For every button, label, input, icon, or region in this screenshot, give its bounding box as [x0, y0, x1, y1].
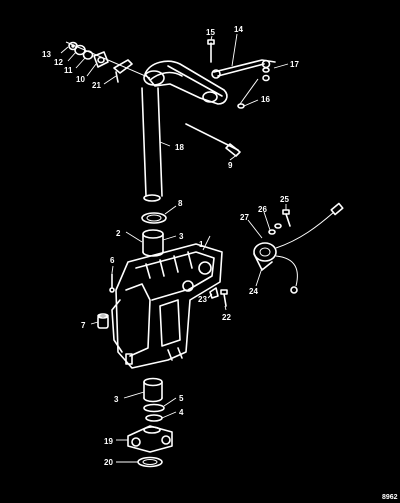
callout-5: 5 — [179, 394, 184, 403]
bolt-15 — [207, 39, 215, 63]
ring-11 — [82, 50, 94, 60]
steering-arm — [143, 60, 228, 105]
callout-8: 8 — [178, 199, 183, 208]
tube-18 — [141, 87, 163, 202]
callout-1: 1 — [199, 240, 204, 249]
bushing-3-upper — [142, 229, 164, 257]
figure-code: 8962 — [382, 494, 398, 501]
screws-25-26-27 — [268, 209, 291, 235]
callout-21: 21 — [92, 81, 101, 90]
callout-10: 10 — [76, 75, 85, 84]
bolt-6 — [109, 273, 115, 293]
callout-25: 25 — [280, 195, 289, 204]
washer-20 — [137, 456, 163, 468]
callout-16: 16 — [261, 95, 270, 104]
callout-15: 15 — [206, 28, 215, 37]
callout-22: 22 — [222, 313, 231, 322]
callout-18: 18 — [175, 143, 184, 152]
washer-5 — [143, 403, 165, 413]
bracket-21 — [113, 59, 133, 83]
callout-11: 11 — [64, 66, 73, 75]
callout-labels: 1 2 3 3 4 5 6 7 8 9 10 11 12 13 14 15 16… — [42, 25, 299, 467]
bolt-9 — [185, 123, 241, 157]
callout-12: 12 — [54, 58, 63, 67]
washers-17 — [262, 67, 270, 82]
swivel-bracket-1 — [111, 243, 223, 369]
bushing-7 — [97, 313, 109, 329]
sensor-24 — [253, 202, 344, 294]
callout-9: 9 — [228, 161, 233, 170]
callout-17: 17 — [290, 60, 299, 69]
bushing-3-lower — [143, 377, 163, 403]
callout-4: 4 — [179, 408, 184, 417]
link-rod-14 — [211, 59, 276, 79]
callout-20: 20 — [104, 458, 113, 467]
clip-23 — [209, 287, 219, 299]
yoke-19 — [127, 425, 173, 453]
callout-2: 2 — [116, 229, 121, 238]
leader-lines — [60, 33, 289, 463]
callout-14: 14 — [234, 25, 243, 34]
callout-24: 24 — [249, 287, 258, 296]
ring-4 — [145, 414, 163, 422]
callout-6: 6 — [110, 256, 115, 265]
callout-19: 19 — [104, 437, 113, 446]
callout-7: 7 — [81, 321, 86, 330]
washer-8 — [141, 212, 167, 224]
callout-3-upper: 3 — [179, 232, 184, 241]
callout-13: 13 — [42, 50, 51, 59]
callout-26: 26 — [258, 205, 267, 214]
callout-3-lower: 3 — [114, 395, 119, 404]
pivot-bolt-16 — [237, 78, 259, 109]
callout-27: 27 — [240, 213, 249, 222]
screw-22 — [220, 289, 228, 307]
callout-23: 23 — [198, 295, 207, 304]
